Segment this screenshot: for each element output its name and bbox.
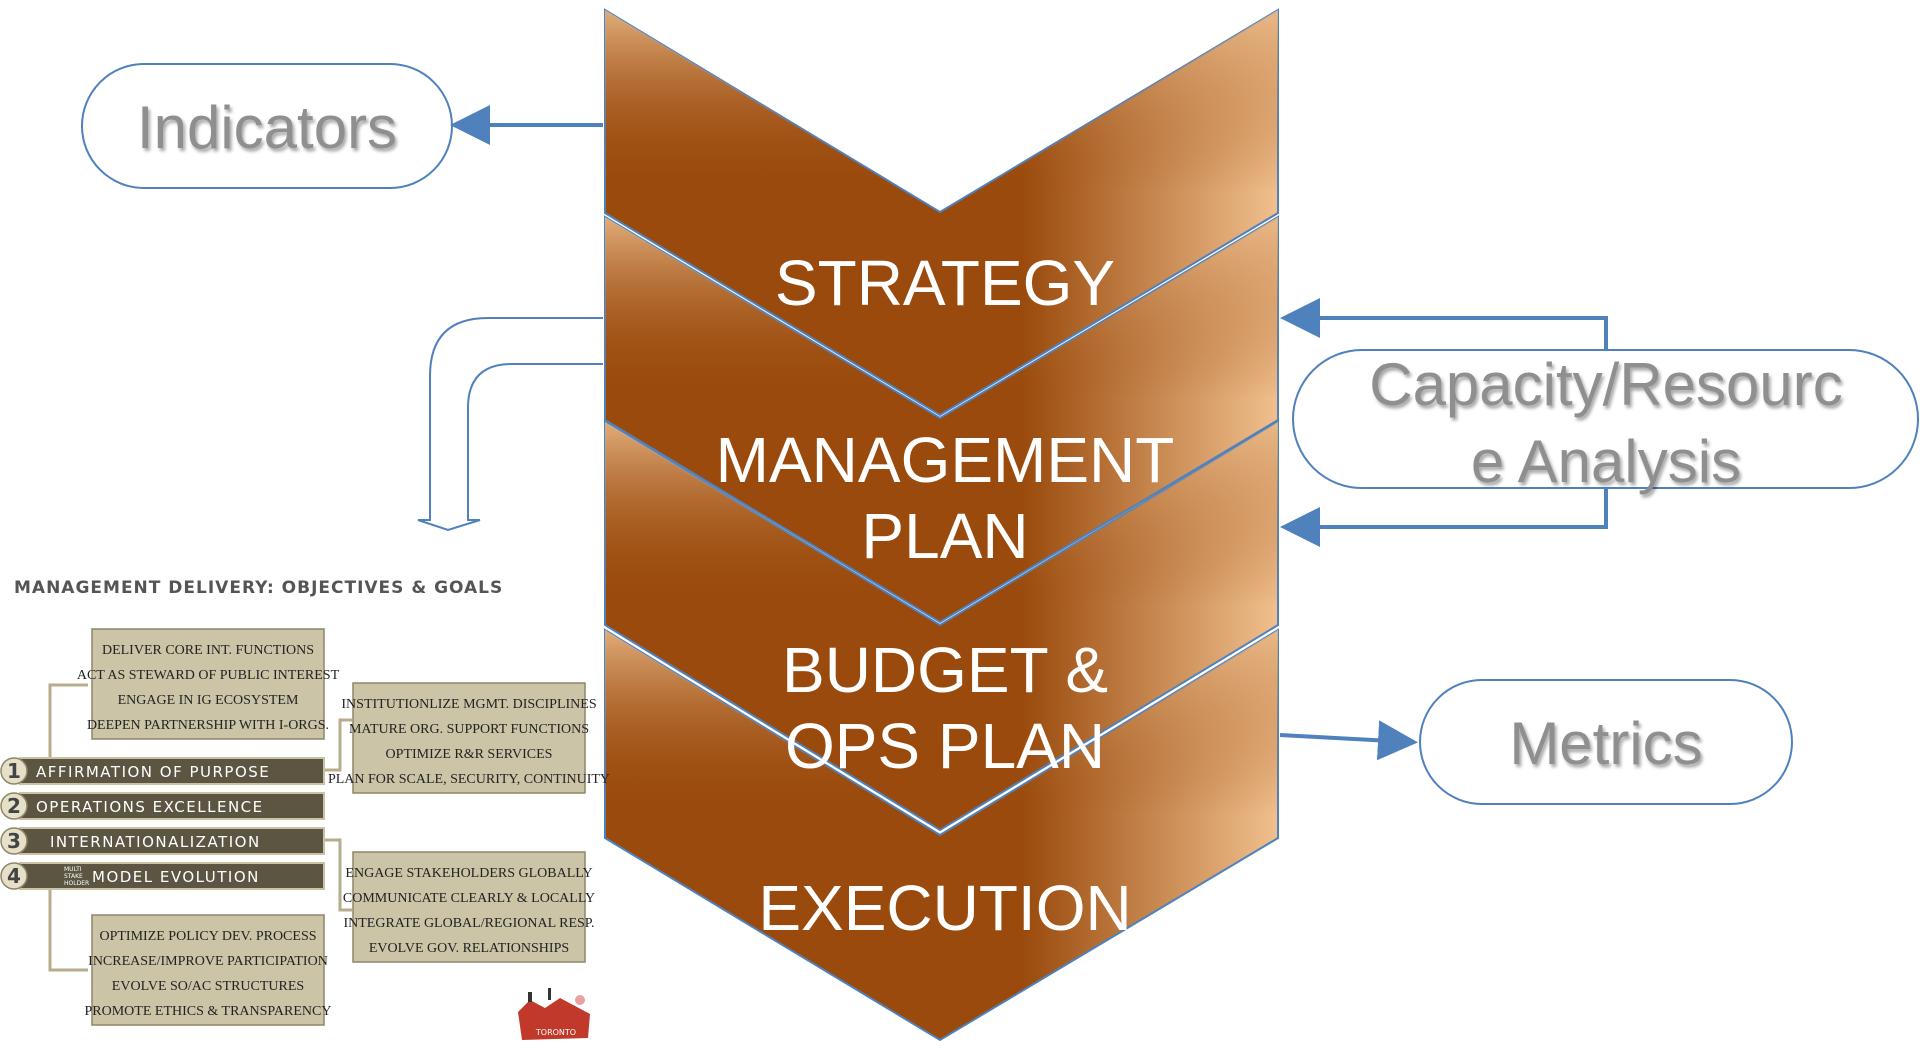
goals-panel: MANAGEMENT DELIVERY: OBJECTIVES & GOALS … (0, 578, 610, 1040)
box-4-line-3: EVOLVE SO/AC STRUCTURES (112, 979, 304, 994)
objective-4-prefix-1: MULTI (64, 866, 82, 873)
stage-label-execution: EXECUTION (758, 872, 1131, 944)
stage-label-management-line2: PLAN (861, 500, 1028, 572)
toronto-logo: TORONTO (518, 988, 590, 1040)
objective-number-1: 1 (7, 759, 21, 783)
objective-number-2: 2 (7, 794, 21, 818)
capacity-resource-node: Capacity/Resourc e Analysis (1292, 349, 1919, 495)
box-4-line-2: INCREASE/IMPROVE PARTICIPATION (88, 954, 328, 969)
goals-panel-title: MANAGEMENT DELIVERY: OBJECTIVES & GOALS (14, 578, 503, 598)
capacity-label-line1: Capacity/Resourc (1369, 351, 1843, 418)
goals-connectors (48, 683, 352, 972)
chevron-stack (604, 8, 1279, 1042)
box-3-line-2: COMMUNICATE CLEARLY & LOCALLY (343, 891, 595, 906)
chevron-budget (604, 420, 1279, 832)
metrics-arrow (1279, 720, 1418, 761)
box-2-line-1: INSTITUTIONLIZE MGMT. DISCIPLINES (341, 697, 596, 712)
box-3-line-1: ENGAGE STAKEHOLDERS GLOBALLY (345, 866, 592, 881)
box-1-line-4: DEEPEN PARTNERSHIP WITH I-ORGS. (87, 718, 329, 733)
box-2-line-2: MATURE ORG. SUPPORT FUNCTIONS (349, 722, 589, 737)
metrics-node: Metrics (1419, 679, 1793, 805)
objective-box-4: OPTIMIZE POLICY DEV. PROCESS INCREASE/IM… (85, 914, 332, 1026)
chevron-execution (604, 628, 1279, 1042)
objective-box-2: INSTITUTIONLIZE MGMT. DISCIPLINES MATURE… (328, 682, 610, 794)
objective-bar-2: 2 OPERATIONS EXCELLENCE (0, 792, 325, 820)
indicators-label: Indicators (137, 94, 397, 161)
box-3-line-3: INTEGRATE GLOBAL/REGIONAL RESP. (343, 916, 594, 931)
capacity-to-management-arrow (1280, 488, 1608, 547)
goals-curved-arrow (417, 317, 603, 532)
objective-bar-4: 4 MULTI STAKE HOLDER MODEL EVOLUTION (0, 862, 325, 890)
objective-number-4: 4 (7, 864, 21, 888)
metrics-label: Metrics (1509, 710, 1702, 777)
objective-label-3: INTERNATIONALIZATION (50, 833, 261, 851)
objective-label-1: AFFIRMATION OF PURPOSE (36, 763, 270, 781)
chevron-strategy (604, 8, 1279, 417)
objective-bar-3: 3 INTERNATIONALIZATION (0, 827, 325, 855)
capacity-label-line2: e Analysis (1471, 428, 1741, 495)
box-2-line-4: PLAN FOR SCALE, SECURITY, CONTINUITY (328, 772, 610, 787)
objective-label-2: OPERATIONS EXCELLENCE (36, 798, 264, 816)
box-3-line-4: EVOLVE GOV. RELATIONSHIPS (369, 941, 569, 956)
stage-label-strategy: STRATEGY (775, 247, 1115, 319)
box-1-line-2: ACT AS STEWARD OF PUBLIC INTEREST (77, 668, 340, 683)
objective-number-3: 3 (7, 829, 21, 853)
box-4-line-4: PROMOTE ETHICS & TRANSPARENCY (85, 1004, 332, 1019)
box-1-line-1: DELIVER CORE INT. FUNCTIONS (102, 643, 314, 658)
box-4-line-1: OPTIMIZE POLICY DEV. PROCESS (99, 929, 316, 944)
capacity-to-strategy-arrow (1280, 298, 1608, 350)
objective-box-3: ENGAGE STAKEHOLDERS GLOBALLY COMMUNICATE… (343, 851, 595, 963)
toronto-logo-text: TORONTO (535, 1028, 576, 1037)
box-2-line-3: OPTIMIZE R&R SERVICES (386, 747, 553, 762)
objective-bar-1: 1 AFFIRMATION OF PURPOSE (0, 757, 325, 785)
stage-label-budget-line1: BUDGET & (782, 634, 1108, 706)
stage-label-management-line1: MANAGEMENT (716, 424, 1175, 496)
box-1-line-3: ENGAGE IN IG ECOSYSTEM (118, 693, 299, 708)
objective-box-1: DELIVER CORE INT. FUNCTIONS ACT AS STEWA… (77, 628, 340, 740)
objective-label-4: MODEL EVOLUTION (92, 868, 260, 886)
stage-label-budget-line2: OPS PLAN (785, 710, 1105, 782)
objective-4-prefix-3: HOLDER (64, 880, 89, 887)
objective-4-prefix-2: STAKE (64, 873, 83, 880)
chevron-management (604, 215, 1279, 624)
indicators-node: Indicators (81, 63, 453, 189)
